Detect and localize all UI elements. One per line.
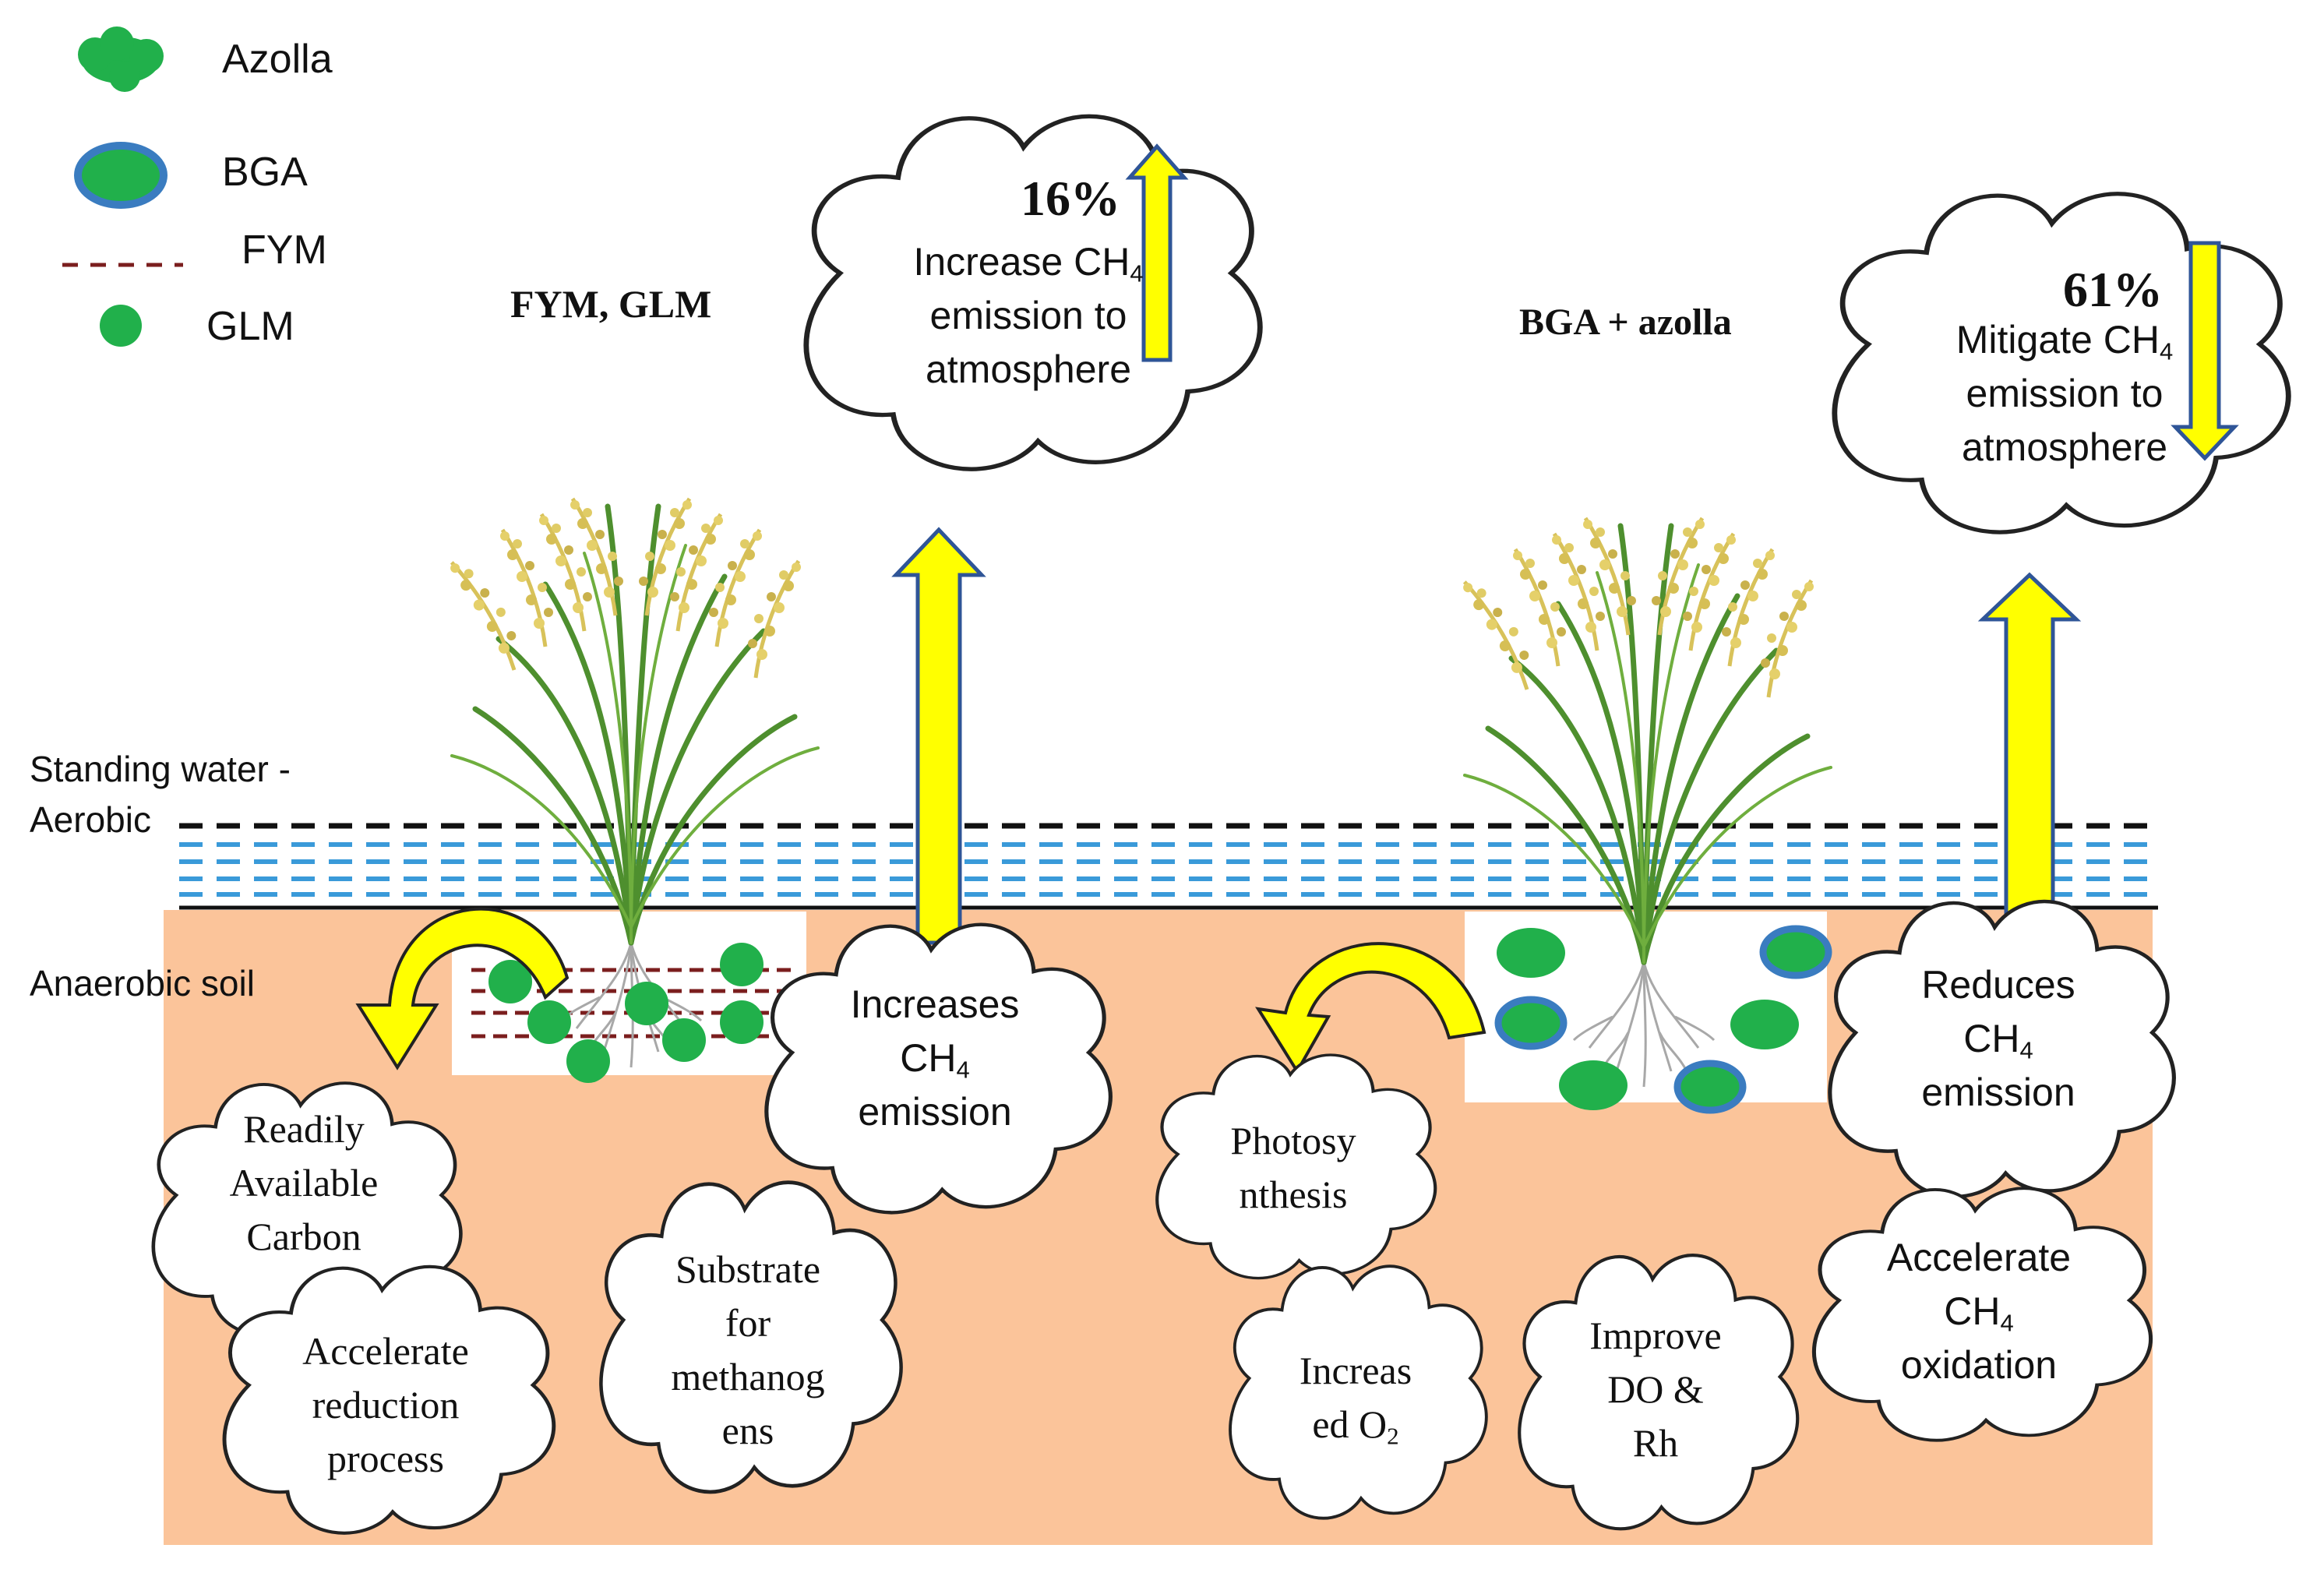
- curved-arrow-left: [355, 907, 570, 1070]
- aerobic-label: Aerobic: [30, 799, 151, 840]
- standing-water-lines: [179, 823, 2158, 910]
- cloud-text-improve-do: Improve DO & Rh: [1589, 1314, 1722, 1465]
- percent-increase: 16%: [1021, 171, 1120, 226]
- legend-glm-icon: [100, 305, 142, 347]
- legend-glm-label: GLM: [206, 304, 294, 349]
- cloud-text-photosynthesis: Photosy nthesis: [1230, 1119, 1356, 1216]
- legend-bga-icon: [74, 142, 168, 209]
- bga-blobs: [1494, 925, 1832, 1114]
- glm-dots: [488, 943, 763, 1083]
- cloud-text-substrate: Substrate for methanog ens: [671, 1247, 825, 1452]
- arrow-up-right-large: [1977, 572, 2082, 945]
- standing-water-label: Standing water -: [30, 749, 291, 789]
- arrow-up-left-large: [891, 527, 986, 945]
- cloud-text-increased-o2: Increas ed O2: [1299, 1349, 1412, 1450]
- legend-bga-label: BGA: [222, 150, 308, 195]
- legend-azolla-label: Azolla: [222, 37, 333, 82]
- cloud-text-mitigate-atmosphere: Mitigate CH4 emission to atmosphere: [1955, 318, 2174, 469]
- curved-arrow-right: [1255, 942, 1486, 1074]
- legend-azolla-icon: [78, 26, 164, 92]
- cloud-text-increase-atmosphere: Increase CH4 emission to atmosphere: [913, 240, 1144, 391]
- cloud-text-accelerate-oxidation: Accelerate CH4 oxidation: [1886, 1236, 2072, 1387]
- azolla-blobs: [1497, 928, 1799, 1110]
- arrow-down-small: [2171, 241, 2239, 461]
- legend-fym-label: FYM: [242, 227, 327, 273]
- title-right: BGA + azolla: [1519, 302, 1732, 343]
- cloud-text-readily-carbon: Readily Available Carbon: [229, 1107, 379, 1258]
- cloud-text-increases-emission: Increases CH4 emission: [850, 982, 1020, 1134]
- cloud-text-accelerate-reduction: Accelerate reduction process: [302, 1329, 469, 1480]
- anaerobic-soil-label: Anaerobic soil: [30, 963, 255, 1003]
- percent-mitigate: 61%: [2063, 262, 2163, 317]
- arrow-up-small: [1125, 143, 1189, 362]
- cloud-text-reduces-emission: Reduces CH4 emission: [1921, 963, 2075, 1114]
- title-left: FYM, GLM: [510, 282, 712, 326]
